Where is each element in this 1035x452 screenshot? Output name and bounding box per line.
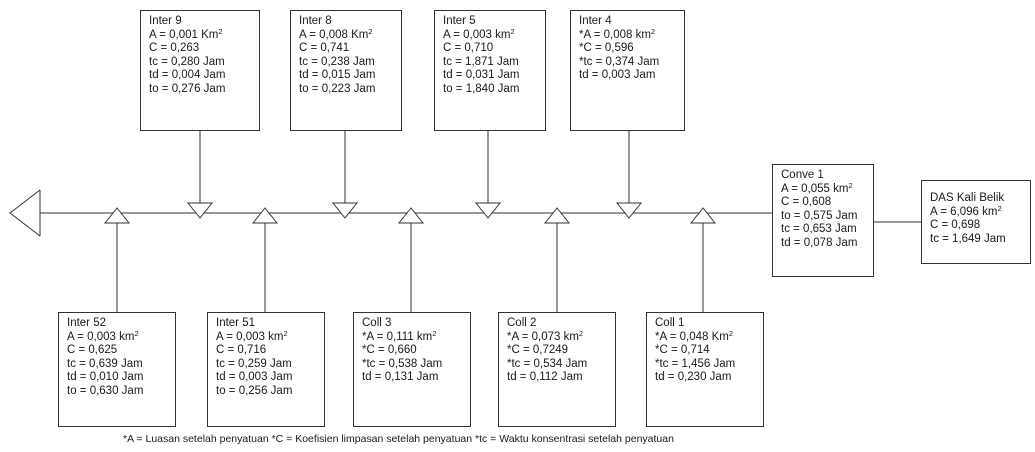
to-value: to = 0,223 Jam (299, 82, 376, 95)
inter-52-triangle (103, 207, 131, 224)
tc-value: *tc = 0,534 Jam (507, 357, 588, 370)
tc-value: tc = 1,871 Jam (443, 55, 519, 68)
box-title: Inter 8 (299, 15, 332, 27)
runoff-coefficient: C = 0,625 (67, 344, 118, 357)
inter-5-triangle (474, 202, 502, 219)
area-unit-sup: 2 (848, 180, 853, 190)
tc-value: tc = 0,639 Jam (67, 357, 143, 370)
inter-4-box: Inter 4 *A = 0,008 km2 *C = 0,596 *tc = … (570, 10, 685, 131)
runoff-coefficient: C = 0,741 (299, 42, 350, 55)
area-unit-sup: 2 (728, 328, 734, 338)
coll-1-box: Coll 1 *A = 0,048 Km2 *C = 0,714 *tc = 1… (646, 312, 764, 427)
area-value: *A = 0,008 km (579, 28, 651, 41)
area-value: A = 0,003 km (443, 28, 511, 41)
inter-51-triangle (251, 207, 279, 224)
conve-1-box: Conve 1 A = 0,055 km2 C = 0,608 to = 0,5… (772, 164, 874, 277)
runoff-coefficient: C = 0,263 (149, 42, 200, 55)
to-value: to = 0,276 Jam (149, 82, 226, 95)
tc-value: tc = 0,280 Jam (149, 55, 225, 68)
coll-2-box: Coll 2 *A = 0,073 km2 *C = 0,7249 *tc = … (498, 312, 616, 427)
box-title: Coll 3 (362, 317, 392, 329)
td-value: td = 0,112 Jam (507, 371, 583, 384)
box-title: Inter 52 (67, 317, 106, 329)
td-value: td = 0,003 Jam (579, 69, 656, 82)
tc-value: tc = 0,259 Jam (216, 357, 292, 370)
td-value: td = 0,010 Jam (67, 371, 144, 384)
to-value: to = 0,575 Jam (781, 209, 858, 222)
to-value: to = 0,630 Jam (67, 384, 144, 397)
area-unit-sup: 2 (368, 26, 373, 36)
area-value: *A = 0,111 km (362, 330, 433, 343)
td-value: td = 0,003 Jam (216, 371, 293, 384)
coll-3-box: Coll 3 *A = 0,111 km2 *C = 0,660 *tc = 0… (353, 312, 471, 427)
td-value: td = 0,078 Jam (781, 236, 858, 249)
tc-value: *tc = 1,456 Jam (655, 357, 736, 370)
runoff-coefficient: C = 0,608 (781, 196, 832, 209)
area-value: A = 0,003 km (67, 330, 135, 343)
inter-52-box: Inter 52 A = 0,003 km2 C = 0,625 tc = 0,… (58, 312, 176, 427)
runoff-coefficient: C = 0,716 (216, 344, 267, 357)
to-value: to = 0,256 Jam (216, 384, 293, 397)
area-value: A = 0,008 Km (299, 28, 369, 41)
inter-9-box: Inter 9 A = 0,001 Km2 C = 0,263 tc = 0,2… (140, 10, 260, 131)
runoff-coefficient: *C = 0,7249 (507, 344, 569, 357)
td-value: td = 0,230 Jam (655, 371, 732, 384)
box-title: Inter 51 (216, 317, 255, 329)
td-value: td = 0,015 Jam (299, 69, 376, 82)
box-title: Inter 9 (149, 15, 182, 27)
runoff-coefficient: *C = 0,660 (362, 344, 417, 357)
box-title: Coll 1 (655, 317, 685, 329)
das-kali-belik-box: DAS Kali Belik A = 6,096 km2 C = 0,698 t… (921, 180, 1031, 264)
inter-9-triangle (186, 202, 214, 219)
runoff-coefficient: C = 0,698 (930, 219, 981, 232)
footnote: *A = Luasan setelah penyatuan *C = Koefi… (123, 433, 674, 445)
tc-value: tc = 0,238 Jam (299, 55, 375, 68)
tc-value: *tc = 0,374 Jam (579, 55, 660, 68)
tc-value: tc = 0,653 Jam (781, 223, 857, 236)
runoff-coefficient: *C = 0,714 (655, 344, 710, 357)
area-unit-sup: 2 (134, 328, 139, 338)
runoff-coefficient: *C = 0,596 (579, 42, 634, 55)
area-unit-sup: 2 (218, 26, 223, 36)
inter-8-box: Inter 8 A = 0,008 Km2 C = 0,741 tc = 0,2… (290, 10, 402, 131)
box-title: Inter 4 (579, 15, 612, 27)
box-title: DAS Kali Belik (930, 192, 1005, 204)
area-value: A = 6,096 km (930, 205, 998, 218)
td-value: td = 0,131 Jam (362, 371, 439, 384)
outlet-arrow (9, 189, 41, 237)
inter-8-triangle (331, 202, 359, 219)
area-unit-sup: 2 (650, 26, 656, 36)
area-value: A = 0,003 km (216, 330, 284, 343)
coll-2-triangle (543, 207, 571, 224)
area-value: A = 0,055 km (781, 182, 849, 195)
tc-value: *tc = 0,538 Jam (362, 357, 443, 370)
to-value: to = 1,840 Jam (443, 82, 520, 95)
area-unit-sup: 2 (510, 26, 515, 36)
td-value: td = 0,031 Jam (443, 69, 520, 82)
coll-3-triangle (397, 207, 425, 224)
td-value: td = 0,004 Jam (149, 69, 226, 82)
inter-51-box: Inter 51 A = 0,003 km2 C = 0,716 tc = 0,… (207, 312, 325, 427)
inter-5-box: Inter 5 A = 0,003 km2 C = 0,710 tc = 1,8… (434, 10, 546, 131)
runoff-coefficient: C = 0,710 (443, 42, 494, 55)
box-title: Inter 5 (443, 15, 476, 27)
area-value: A = 0,001 Km (149, 28, 219, 41)
coll-1-triangle (689, 207, 717, 224)
area-unit-sup: 2 (432, 328, 437, 338)
area-value: *A = 0,073 km (507, 330, 579, 343)
area-unit-sup: 2 (283, 328, 288, 338)
area-unit-sup: 2 (997, 203, 1002, 213)
area-value: *A = 0,048 Km (655, 330, 729, 343)
area-unit-sup: 2 (578, 328, 584, 338)
box-title: Conve 1 (781, 169, 824, 181)
box-title: Coll 2 (507, 317, 537, 329)
inter-4-triangle (615, 202, 643, 219)
tc-value: tc = 1,649 Jam (930, 232, 1006, 245)
